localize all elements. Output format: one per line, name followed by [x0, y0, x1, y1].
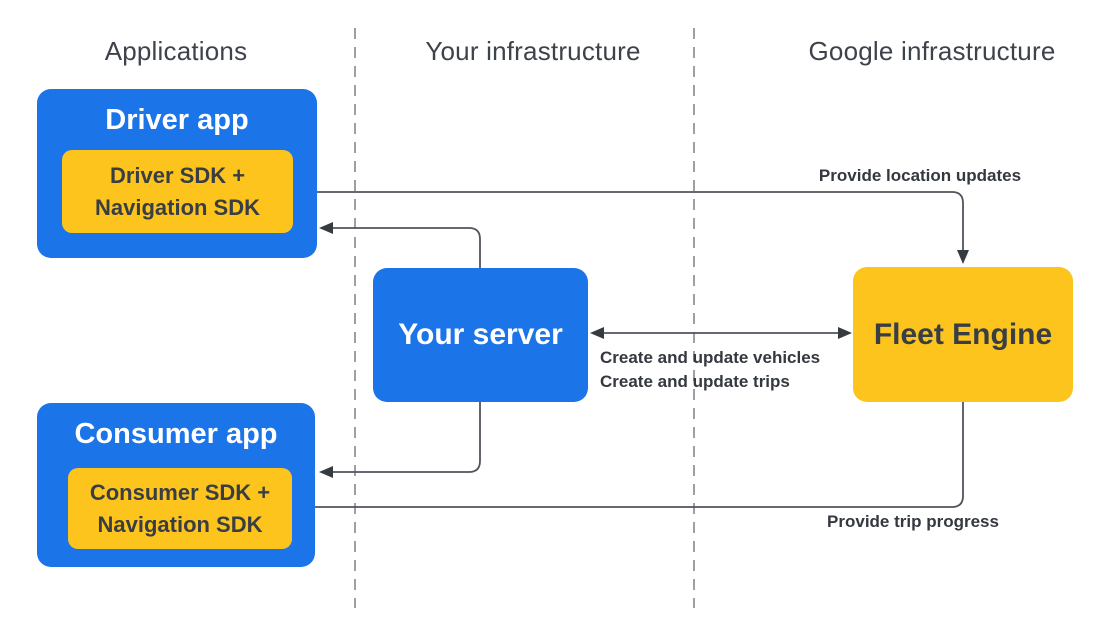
- column-divider-right: [693, 28, 695, 608]
- consumer-sdk-line2: Navigation SDK: [97, 511, 263, 537]
- column-title-google-infrastructure: Google infrastructure: [808, 36, 1056, 66]
- column-title-your-infrastructure: Your infrastructure: [425, 36, 641, 66]
- driver-app-box: Driver app Driver SDK + Navigation SDK: [37, 89, 317, 258]
- column-title-applications: Applications: [104, 36, 248, 66]
- label-create-update-trips: Create and update trips: [600, 372, 790, 391]
- label-provide-trip-progress: Provide trip progress: [827, 512, 999, 531]
- arrowhead-left-driver-app: [319, 222, 333, 234]
- driver-sdk-line2: Navigation SDK: [94, 194, 261, 220]
- arrowhead-left-your-server: [590, 327, 604, 339]
- driver-sdk-line1: Driver SDK +: [109, 162, 246, 188]
- consumer-app-box: Consumer app Consumer SDK + Navigation S…: [37, 403, 315, 567]
- consumer-sdk-box: Consumer SDK + Navigation SDK: [68, 468, 292, 549]
- consumer-sdk-line1: Consumer SDK +: [89, 479, 271, 505]
- fleet-engine-title: Fleet Engine: [873, 317, 1053, 351]
- edge-provide-trip-progress-line: [307, 402, 964, 508]
- consumer-app-title: Consumer app: [74, 418, 278, 450]
- column-divider-left: [354, 28, 356, 608]
- edge-provide-location-updates-line: [293, 191, 964, 251]
- fleet-engine-box: Fleet Engine: [853, 267, 1073, 402]
- your-server-box: Your server: [373, 268, 588, 402]
- your-server-title: Your server: [398, 318, 563, 351]
- label-provide-location-updates: Provide location updates: [818, 166, 1022, 185]
- label-create-update-vehicles: Create and update vehicles: [600, 348, 821, 367]
- arrowhead-left-consumer-app: [319, 466, 333, 478]
- arrowhead-down-fleet-engine: [957, 250, 969, 264]
- arrowhead-right-fleet-engine: [838, 327, 852, 339]
- driver-sdk-box: Driver SDK + Navigation SDK: [62, 150, 293, 233]
- driver-app-title: Driver app: [105, 104, 249, 136]
